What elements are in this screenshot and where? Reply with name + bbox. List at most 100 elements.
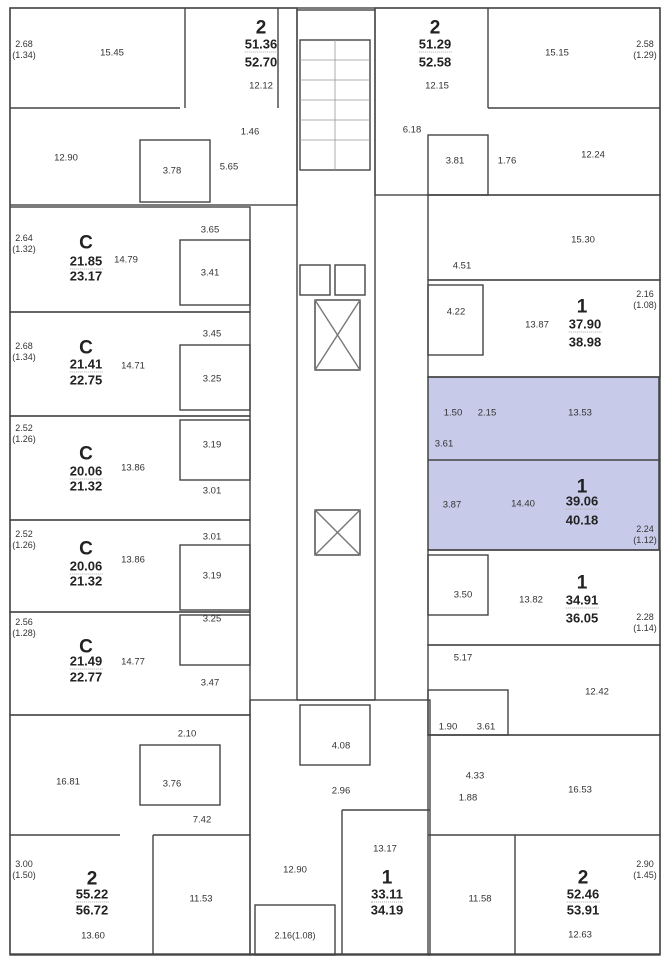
apartment-total-area: 21.32	[69, 573, 103, 589]
balcony-area-label: 2.52(1.26)	[12, 530, 36, 550]
balcony-reduced-area: (1.32)	[12, 244, 36, 254]
room-area-label: 16.53	[568, 784, 592, 796]
room-area-label: 2.96	[331, 785, 351, 797]
balcony-area: 2.58	[636, 39, 654, 49]
apartment-total-area: 23.17	[69, 268, 103, 284]
balcony-area-label: 2.16(1.08)	[633, 290, 657, 310]
room-area-label: 3.76	[162, 778, 182, 790]
apartment-living-area: 52.46	[566, 886, 600, 903]
apartment-living-area: 34.91	[565, 592, 599, 609]
room-area-label: 12.15	[425, 80, 449, 92]
room-area-label: 13.87	[525, 319, 549, 331]
apartment-living-area: 21.49	[69, 653, 103, 670]
room-area-label: 3.81	[445, 155, 465, 167]
room-area-label: 3.25	[202, 613, 222, 625]
room-area-label: 14.77	[121, 656, 145, 668]
room-area-label: 12.24	[581, 149, 605, 161]
balcony-area-label: 2.64(1.32)	[12, 234, 36, 254]
apartment-type-label: C	[79, 538, 93, 560]
room-area-label: 13.17	[373, 843, 397, 855]
room-area-label: 11.58	[468, 893, 492, 905]
balcony-reduced-area: (1.29)	[633, 50, 657, 60]
apartment-total-area: 53.91	[566, 902, 600, 918]
room-area-label: 12.42	[585, 686, 609, 698]
balcony-area: 2.16	[636, 289, 654, 299]
apartment-type-label: C	[79, 443, 93, 465]
room-area-label: 4.51	[452, 260, 472, 272]
room-area-label: 13.86	[121, 554, 145, 566]
room-area-label: 14.71	[121, 360, 145, 372]
room-area-label: 6.18	[402, 124, 422, 136]
apartment-living-area: 39.06	[565, 493, 599, 510]
balcony-area: 2.24	[636, 524, 654, 534]
apartment-total-area: 52.58	[418, 54, 452, 70]
room-area-label: 12.12	[249, 80, 273, 92]
room-area-label: 3.45	[202, 328, 222, 340]
apartment-total-area: 36.05	[565, 610, 599, 626]
balcony-area-label: 2.56(1.28)	[12, 618, 36, 638]
room-area-label: 3.19	[202, 439, 222, 451]
apartment-living-area: 21.41	[69, 356, 103, 373]
balcony-reduced-area: (1.08)	[633, 300, 657, 310]
balcony-area-label: 3.00(1.50)	[12, 860, 36, 880]
apartment-type-label: C	[79, 232, 93, 254]
balcony-reduced-area: (1.45)	[633, 870, 657, 880]
room-area-label: 12.90	[283, 864, 307, 876]
apartment-type-label: C	[79, 337, 93, 359]
room-area-label: 13.53	[568, 407, 592, 419]
room-area-label: 3.65	[200, 224, 220, 236]
apartment-total-area: 21.32	[69, 478, 103, 494]
apartment-total-area: 22.75	[69, 372, 103, 388]
room-area-label: 12.90	[54, 152, 78, 164]
apartment-type-label: 1	[576, 296, 588, 318]
balcony-area: 2.68	[15, 341, 33, 351]
apartment-living-area: 20.06	[69, 463, 103, 480]
apartment-total-area: 34.19	[370, 902, 404, 918]
apartment-type-label: 2	[255, 17, 267, 39]
apartment-type-label: 1	[576, 476, 588, 498]
balcony-area-label: 2.28(1.14)	[633, 613, 657, 633]
balcony-reduced-area: (1.12)	[633, 535, 657, 545]
apartment-living-area: 37.90	[568, 316, 602, 333]
room-area-label: 1.90	[438, 721, 458, 733]
apartment-type-label: C	[79, 636, 93, 658]
apartment-type-label: 2	[86, 868, 98, 890]
room-area-label: 15.45	[100, 47, 124, 59]
balcony-area: 2.28	[636, 612, 654, 622]
balcony-area: 3.00	[15, 859, 33, 869]
apartment-total-area: 22.77	[69, 669, 103, 685]
room-area-label: 4.22	[446, 306, 466, 318]
apartment-type-label: 2	[577, 867, 589, 889]
apartment-type-label: 1	[576, 572, 588, 594]
room-area-label: 3.01	[202, 531, 222, 543]
balcony-reduced-area: (1.26)	[12, 540, 36, 550]
room-area-label: 7.42	[192, 814, 212, 826]
balcony-area: 2.64	[15, 233, 33, 243]
balcony-area: 2.52	[15, 423, 33, 433]
room-area-label: 3.25	[202, 373, 222, 385]
apartment-type-label: 2	[429, 17, 441, 39]
room-area-label: 5.65	[219, 161, 239, 173]
room-area-label: 3.61	[434, 438, 454, 450]
balcony-area: 2.52	[15, 529, 33, 539]
balcony-reduced-area: (1.34)	[12, 352, 36, 362]
balcony-reduced-area: (1.14)	[633, 623, 657, 633]
room-area-label: 2.15	[477, 407, 497, 419]
room-area-label: 4.33	[465, 770, 485, 782]
room-area-label: 1.76	[497, 155, 517, 167]
balcony-area-label: 2.16(1.08)	[274, 931, 315, 943]
room-area-label: 2.10	[177, 728, 197, 740]
balcony-area-label: 2.90(1.45)	[633, 860, 657, 880]
room-area-label: 12.63	[568, 929, 592, 941]
balcony-area-label: 2.68(1.34)	[12, 342, 36, 362]
room-area-label: 15.30	[571, 234, 595, 246]
apartment-living-area: 55.22	[75, 886, 109, 903]
room-area-label: 14.79	[114, 254, 138, 266]
room-area-label: 3.01	[202, 485, 222, 497]
balcony-area: 2.90	[636, 859, 654, 869]
room-area-label: 14.40	[511, 498, 535, 510]
apartment-total-area: 52.70	[244, 54, 278, 70]
room-area-label: 3.41	[200, 267, 220, 279]
room-area-label: 5.17	[453, 652, 473, 664]
